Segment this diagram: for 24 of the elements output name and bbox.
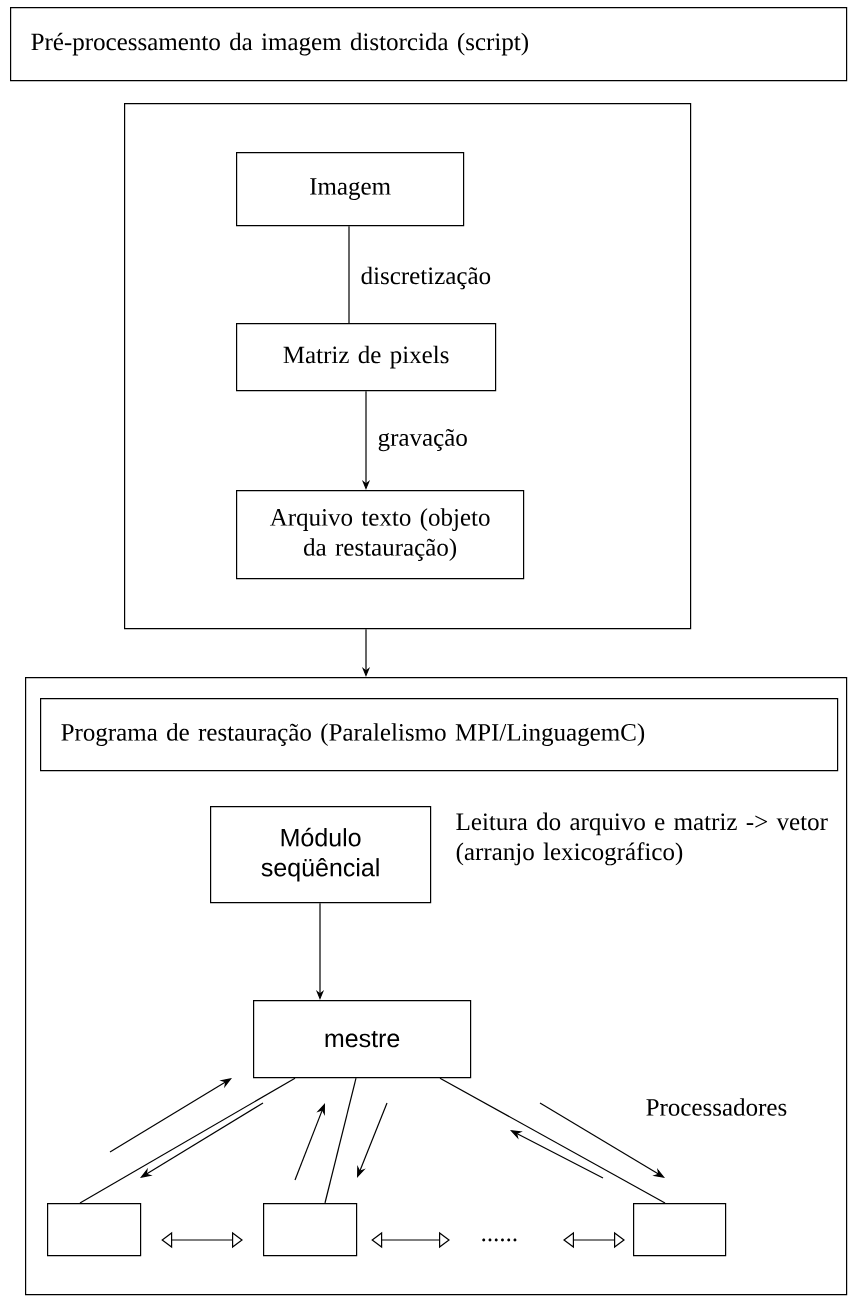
processor-box [633, 1203, 727, 1257]
connector-line [79, 1077, 296, 1204]
process-box: Arquivo texto (objeto da restauração) [236, 490, 525, 580]
process-box: Módulo seqüêncial [210, 806, 432, 904]
connector-line [324, 1077, 357, 1204]
ellipsis: ...... [482, 1238, 517, 1242]
group-box [25, 677, 848, 1296]
process-box: Imagem [236, 152, 465, 227]
note-text: Leitura do arquivo e matriz -> vetor (arranjo lexicográfico) [456, 812, 828, 866]
processor-box [47, 1203, 142, 1257]
double-arrow [371, 1231, 450, 1249]
title-box: Pré-processamento da imagem distorcida (script) [10, 7, 848, 82]
side-label: Processadores [646, 1098, 787, 1116]
header-box: Programa de restauração (Paralelismo MPI/LinguagemC) [40, 698, 839, 772]
edge-label: discretização [358, 264, 494, 292]
processor-box [263, 1203, 358, 1257]
connector-line [348, 225, 350, 324]
double-arrow [563, 1231, 625, 1249]
process-box: Matriz de pixels [236, 323, 497, 392]
process-box: mestre [253, 1000, 472, 1079]
double-arrow [161, 1231, 243, 1249]
connector-line [439, 1077, 666, 1204]
group-box [124, 103, 692, 630]
edge-label: gravação [375, 426, 470, 454]
